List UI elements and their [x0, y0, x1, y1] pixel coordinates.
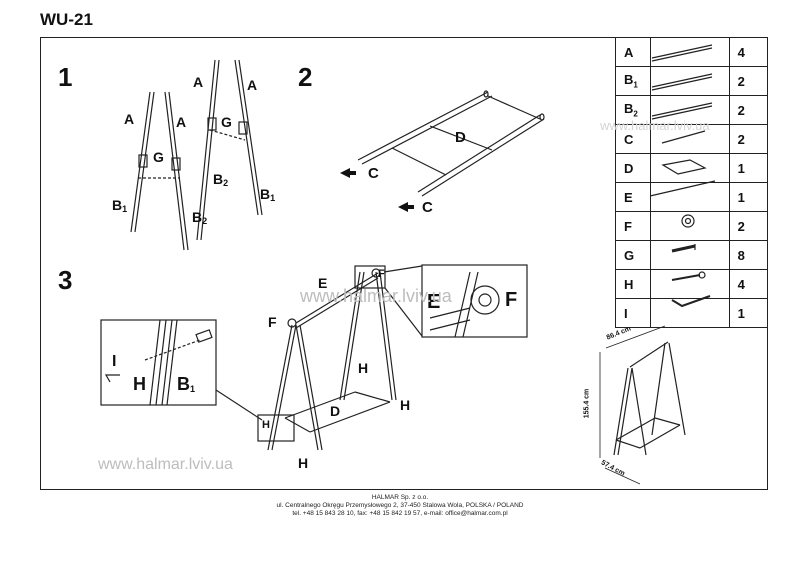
part-code: G	[615, 240, 651, 270]
bolt-icon	[649, 240, 730, 270]
overview-rack	[599, 325, 686, 485]
s1-label-g1: G	[153, 149, 164, 165]
part-quantity: 1	[728, 182, 769, 212]
part-code: C	[615, 124, 651, 154]
allen-key-icon	[649, 298, 730, 328]
step1-right-frame	[196, 59, 263, 241]
s3-label-f-left: F	[268, 314, 277, 330]
step-2-number: 2	[298, 62, 313, 92]
part-quantity: 2	[728, 211, 769, 241]
part-quantity: 4	[728, 37, 769, 67]
part-code-letter: H	[624, 276, 634, 292]
s3-detail-label-b1: B1	[177, 374, 196, 394]
part-quantity: 2	[728, 95, 769, 125]
part-quantity: 2	[728, 66, 769, 96]
step-3-number: 3	[58, 265, 73, 295]
footer-address: ul. Centralnego Okręgu Przemysłowego 2, …	[276, 502, 524, 509]
part-quantity: 1	[728, 298, 769, 328]
s1-label-a1: A	[124, 111, 135, 127]
step-1-number: 1	[58, 62, 73, 92]
part-quantity: 8	[728, 240, 769, 270]
s3-label-e: E	[318, 275, 328, 291]
part-code-subscript: 2	[633, 109, 638, 119]
s1-label-a3: A	[193, 74, 204, 90]
watermark-center: www.halmar.lviv.ua	[300, 286, 452, 306]
s2-label-c2: C	[422, 199, 433, 216]
s3-label-f-top: F	[378, 268, 385, 280]
part-code: F	[615, 211, 651, 241]
screw-icon	[649, 269, 730, 299]
step2-shelf	[357, 90, 545, 197]
s1-label-a2: A	[176, 114, 187, 130]
s3-label-h1: H	[358, 360, 369, 376]
rod-icon	[649, 182, 730, 212]
s3-label-d: D	[330, 403, 341, 419]
s1-label-b2-right: B2	[213, 171, 229, 188]
s1-label-b2-left: B2	[192, 209, 208, 226]
part-code-letter: B	[624, 101, 634, 117]
step1-left-frame	[130, 91, 189, 251]
long-tube-icon	[649, 37, 730, 67]
watermark-left: www.halmar.lviv.ua	[98, 456, 233, 473]
s1-label-b1-left: B1	[112, 197, 128, 214]
instruction-frame	[40, 37, 768, 490]
part-code-letter: I	[624, 305, 628, 321]
part-code: B1	[615, 66, 651, 96]
s3-small-inset-label-h: H	[262, 419, 270, 431]
part-code-letter: E	[624, 189, 633, 205]
part-code-letter: A	[624, 44, 634, 60]
part-code-letter: C	[624, 131, 634, 147]
step3-detail-right	[383, 264, 528, 338]
part-code-letter: D	[624, 160, 634, 176]
dimension-height: 155.4 cm	[583, 388, 591, 419]
part-code-subscript: 1	[633, 80, 638, 90]
part-quantity: 1	[728, 153, 769, 183]
s3-label-h2: H	[400, 397, 411, 413]
step3-detail-left	[100, 319, 295, 442]
s3-detail-label-h: H	[133, 374, 146, 394]
end-cap-icon	[649, 211, 730, 241]
footer-contact: tel. +48 15 843 28 10, fax: +48 15 842 1…	[292, 510, 508, 517]
part-quantity: 2	[728, 124, 769, 154]
step3-rack	[267, 265, 397, 451]
s3-detail-label-i: I	[112, 353, 117, 370]
footer-company: HALMAR Sp. z o.o.	[371, 494, 429, 501]
part-code-letter: F	[624, 218, 632, 234]
watermark-table: www.halmar.lviv.ua	[600, 118, 710, 133]
s3-label-h3: H	[298, 455, 309, 471]
part-code: A	[615, 37, 651, 67]
s2-label-d: D	[455, 129, 466, 146]
part-code-letter: G	[624, 247, 635, 263]
long-tube-icon	[649, 66, 730, 96]
part-code: E	[615, 182, 651, 212]
part-code: D	[615, 153, 651, 183]
s3-detail-label-f: F	[505, 289, 518, 311]
part-code: H	[615, 269, 651, 299]
fabric-panel-icon	[649, 153, 730, 183]
part-code-letter: B	[624, 72, 634, 88]
part-quantity: 4	[728, 269, 769, 299]
s1-label-b1-right: B1	[260, 186, 276, 203]
s1-label-g2: G	[221, 114, 232, 130]
parts-row: B1 2	[615, 66, 769, 96]
product-code: WU-21	[40, 10, 93, 29]
s3-detail-label-e: E	[427, 291, 441, 313]
s1-label-a4: A	[247, 77, 258, 93]
s2-label-c1: C	[368, 165, 379, 182]
part-code: I	[615, 298, 651, 328]
long-tube-icon	[649, 95, 730, 125]
